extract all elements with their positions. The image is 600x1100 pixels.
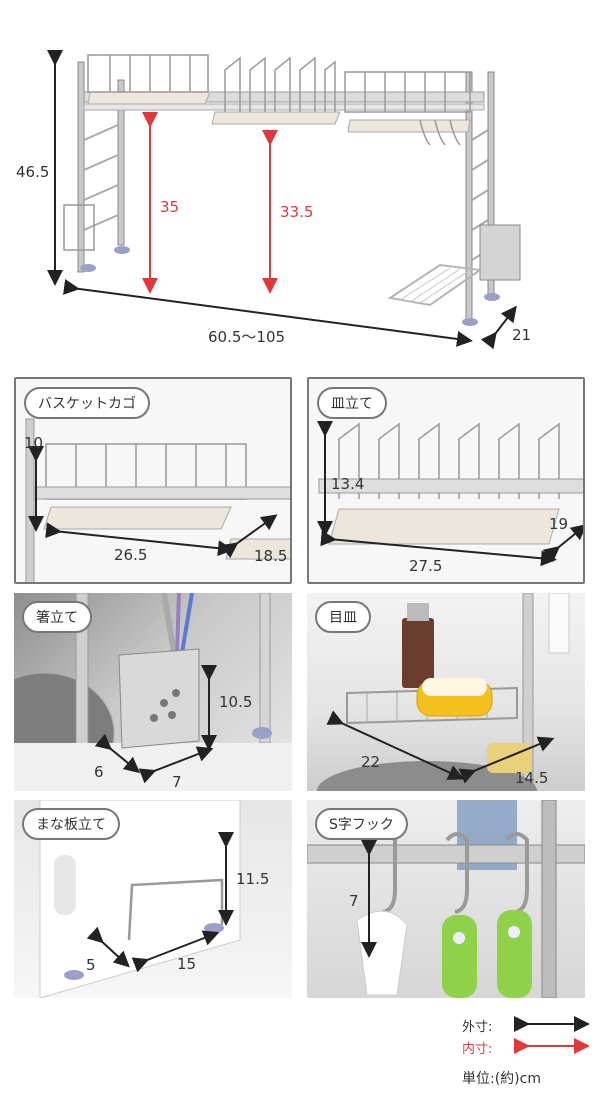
panel-board: まな板立て 11.5 5 15 — [14, 800, 292, 998]
chopsticks-width-dim: 7 — [172, 773, 182, 791]
inner-height-left-dim: 35 — [160, 198, 180, 216]
legend-outer-label: 外寸: — [462, 1020, 493, 1035]
legend-arrows — [514, 1016, 590, 1054]
dish-height-dim: 13.4 — [331, 475, 365, 493]
rack-illustration — [47, 50, 521, 350]
basket-width-dim: 26.5 — [114, 546, 148, 564]
hook-height-dim: 7 — [349, 892, 359, 910]
legend-inner-label: 内寸: — [462, 1042, 493, 1057]
legend-unit: 単位:(約)cm — [462, 1068, 541, 1088]
legend-outer: 外寸: — [462, 1016, 492, 1035]
chopsticks-height-dim: 10.5 — [219, 693, 253, 711]
panel-hook-label: S字フック — [315, 808, 408, 840]
tray-depth-dim: 14.5 — [515, 769, 549, 787]
chopsticks-depth-dim: 6 — [94, 763, 104, 781]
board-depth-dim: 5 — [86, 956, 96, 974]
panel-dish-label: 皿立て — [317, 387, 387, 419]
panel-chopsticks-label: 箸立て — [22, 601, 92, 633]
depth-dim: 21 — [512, 326, 532, 344]
dish-width-dim: 27.5 — [409, 557, 443, 575]
legend-unit-label: 単位:(約)cm — [462, 1071, 541, 1087]
board-width-dim: 15 — [177, 955, 197, 973]
basket-height-dim: 10 — [24, 434, 44, 452]
dish-depth-dim: 19 — [549, 515, 569, 533]
basket-depth-dim: 18.5 — [254, 547, 288, 565]
panel-basket: バスケットカゴ 10 26.5 18.5 — [14, 377, 292, 584]
panel-dish: 皿立て 13.4 27.5 19 — [307, 377, 585, 584]
panel-tray-label: 目皿 — [315, 601, 371, 633]
panel-chopsticks: 箸立て 10.5 6 7 — [14, 593, 292, 791]
legend-inner: 内寸: — [462, 1038, 492, 1057]
panel-hook: S字フック 7 — [307, 800, 585, 998]
inner-height-right-dim: 33.5 — [280, 203, 314, 221]
board-height-dim: 11.5 — [236, 870, 270, 888]
panel-board-label: まな板立て — [22, 808, 120, 840]
total-height-dim: 46.5 — [16, 163, 50, 181]
main-diagram: 46.5 35 33.5 60.5〜105 21 — [0, 0, 600, 360]
legend: 外寸: 内寸: 単位:(約)cm — [0, 1010, 600, 1100]
width-dim: 60.5〜105 — [208, 328, 286, 346]
panel-tray: 目皿 22 14.5 — [307, 593, 585, 791]
panel-basket-label: バスケットカゴ — [24, 387, 150, 419]
tray-width-dim: 22 — [361, 753, 381, 771]
